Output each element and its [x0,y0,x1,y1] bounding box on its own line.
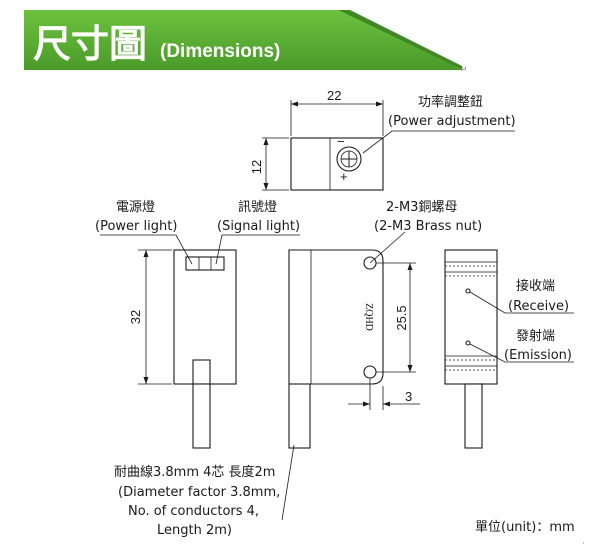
brand-text: ZQHD [363,303,374,331]
header-title-en: (Dimensions) [160,41,280,62]
brass-nut-bottom [363,365,377,379]
back-view-body [444,249,498,385]
stray-mark: · [582,539,585,548]
signal-light-label-cn: 訊號燈 [238,200,277,215]
side-view-body [288,249,384,385]
signal-light-label-en: (Signal light) [217,219,300,234]
knob-label-cn: 功率調整鈕 [418,94,483,110]
led-window [185,256,225,271]
return-mark: ↵ [460,65,468,75]
side-cable [288,383,311,449]
bottom-band [445,355,497,371]
receive-label-cn: 接收端 [516,278,555,294]
back-view: 接收端 (Receive) 發射端 (Emission) [444,249,574,449]
power-light-label-cn: 電源燈 [116,200,155,215]
nut-leader [369,231,406,264]
power-light-leader [100,234,193,265]
front-height-dim-value: 32 [128,310,143,324]
knob-label-en: (Power adjustment) [388,114,516,129]
side-view: ZQHD 2-M3銅螺母 (2-M3 Brass nut) 25.5 3 [288,200,482,449]
width-dim-value: 22 [327,88,341,103]
cable-note-line2: (Diameter factor 3.8mm, [118,485,280,500]
cable-note-line4: Length 2m) [157,523,232,538]
knob-minus: − [337,134,345,149]
power-light-label-en: (Power light) [95,219,177,234]
cable-leader [281,444,295,521]
unit-note: 單位(unit)：mm [475,520,575,535]
header-banner: 尺寸圖 (Dimensions) ↵ [24,10,468,75]
header-title-cjk: 尺寸圖 [33,22,147,66]
signal-light-leader [215,234,300,265]
height-dim-value: 12 [249,160,264,174]
emitter-dot [465,340,471,346]
back-cable [464,383,483,449]
cable-note-line1: 耐曲線3.8mm 4芯 長度2m [114,464,275,480]
hole-spacing-dim-value: 25.5 [394,305,409,330]
emission-label-en: (Emission) [504,348,572,363]
knob-plus: + [340,169,348,184]
top-view-body [290,137,384,191]
nut-label-en: (2-M3 Brass nut) [374,219,482,234]
banner-shape [24,10,462,70]
emission-leader [469,343,574,363]
receiver-dot [465,288,471,294]
cable-note: 耐曲線3.8mm 4芯 長度2m (Diameter factor 3.8mm,… [114,444,295,538]
nut-label-cn: 2-M3銅螺母 [386,200,457,215]
edge-dim-value: 3 [405,389,412,404]
receive-label-en: (Receive) [508,299,569,314]
knob-leader [362,130,515,154]
banner-edge [338,10,462,70]
emission-label-cn: 發射端 [516,328,555,344]
top-band [445,261,497,277]
front-cable [192,383,211,449]
cable-gland [192,359,211,385]
receive-leader [469,291,574,314]
cable-note-line3: No. of conductors 4, [128,504,259,519]
top-view: − + 22 12 功率調整鈕 (Power adjustment) [249,88,516,191]
front-view: 32 電源燈 (Power light) 訊號燈 (Signal light) [95,200,300,449]
